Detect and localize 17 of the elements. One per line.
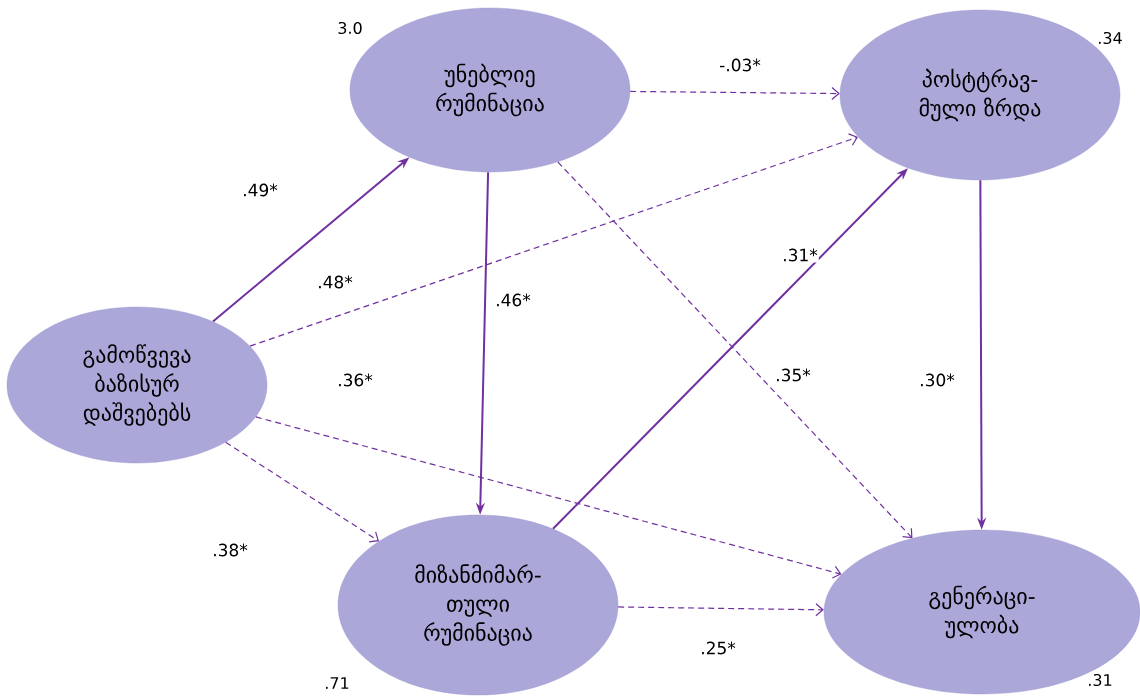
coefficient-label: .35* bbox=[774, 367, 812, 383]
path-arrow bbox=[629, 86, 840, 101]
coefficient-label: .46* bbox=[494, 292, 532, 308]
coefficient-label: .30* bbox=[918, 372, 956, 388]
path-arrow bbox=[225, 441, 379, 543]
value-label: .31 bbox=[1089, 673, 1112, 687]
coefficient-label: -.03* bbox=[718, 57, 762, 73]
value-label: .34 bbox=[1099, 31, 1122, 45]
coefficient-label: .38* bbox=[211, 542, 249, 558]
coefficient-label: .31* bbox=[781, 247, 819, 263]
coefficient-label: .25* bbox=[699, 640, 737, 656]
coefficient-label: .36* bbox=[336, 372, 374, 388]
path-arrow bbox=[249, 133, 858, 347]
coefficient-label: .48* bbox=[316, 274, 354, 290]
path-arrow bbox=[255, 416, 842, 579]
coefficient-label: .49* bbox=[241, 182, 279, 198]
path-arrow bbox=[617, 603, 824, 617]
